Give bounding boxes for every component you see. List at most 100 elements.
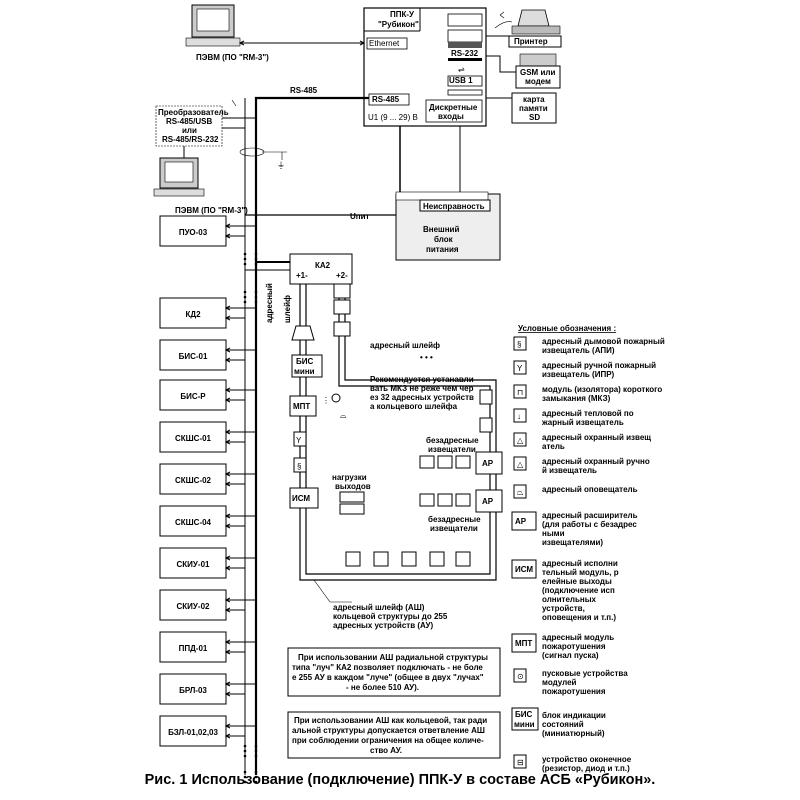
device-box xyxy=(159,631,227,663)
ppku-u1: U1 (9 ... 29) В xyxy=(368,113,418,122)
heat-detector-icon xyxy=(345,551,361,567)
legend-text: замыкания (МКЗ) xyxy=(542,394,611,403)
device-box xyxy=(159,421,227,453)
svg-text:вать МКЗ не реже чем чер: вать МКЗ не реже чем чер xyxy=(370,384,474,393)
pc-top-label: ПЭВМ (ПО "RM-3") xyxy=(196,53,269,62)
svg-text:е 255 АУ в каждом "луче" (обще: е 255 АУ в каждом "луче" (общее в двух "… xyxy=(292,673,484,682)
legend-title: Условные обозначения : xyxy=(518,324,616,333)
loop-ar-2: АР xyxy=(482,497,494,506)
psu-fault: Неисправность xyxy=(423,202,485,211)
psu-line-2: блок xyxy=(434,235,454,244)
device-label: СКШС-02 xyxy=(175,476,212,485)
continuation-dot xyxy=(254,749,258,753)
ppku-discrete-1: Дискретные xyxy=(429,103,478,112)
legend-text: пожаротушения xyxy=(542,687,606,696)
legend-text: извещателями) xyxy=(542,538,603,547)
nonaddr-2: извещатели xyxy=(428,445,476,454)
converter-line-1: Преобразователь xyxy=(158,108,229,117)
isolator-icon xyxy=(333,283,351,299)
usb-icon: ⇌ xyxy=(458,65,465,74)
legend-text: олнительных xyxy=(542,595,597,604)
legend-text: модулей xyxy=(542,678,577,687)
device-box xyxy=(159,297,227,329)
legend-symbol-label: БИС xyxy=(515,710,533,719)
relay-output-icon xyxy=(339,491,365,503)
legend-text: адресный дымовой пожарный xyxy=(542,337,665,346)
legend-icon xyxy=(513,432,527,447)
eol-device-icon xyxy=(419,455,435,469)
ka2-port-1: +1- xyxy=(296,271,308,280)
legend-icon xyxy=(513,408,527,423)
psu-block: Uпит Неисправность Внешний блок питания xyxy=(350,191,501,261)
legend-symbol xyxy=(511,511,537,531)
loop-bis-2: мини xyxy=(294,367,315,376)
device-box xyxy=(159,547,227,579)
isolator-icon xyxy=(333,321,351,337)
smoke-detector-icon xyxy=(455,455,471,469)
gsm-label-2: модем xyxy=(525,77,551,86)
loop-mpt: МПТ xyxy=(293,402,310,411)
loop-ar-1: АР xyxy=(482,459,494,468)
continuation-dot xyxy=(254,770,258,774)
sd-label-1: карта xyxy=(523,95,545,104)
loop-dots: • • • xyxy=(420,353,433,362)
legend-symbol xyxy=(511,559,537,579)
continuation-dot xyxy=(243,252,247,256)
legend-symbol xyxy=(511,633,537,653)
continuation-dot xyxy=(243,290,247,294)
converter-line-2: RS-485/USB xyxy=(166,117,212,126)
isolator-icon xyxy=(455,551,471,567)
ppku-ethernet-port: Ethernet xyxy=(369,39,400,48)
legend-text: (сигнал пуска) xyxy=(542,651,599,660)
legend-icon xyxy=(513,668,527,683)
device-box xyxy=(159,215,227,247)
legend-text: тельный модуль, р xyxy=(542,568,619,577)
ppku-discrete-2: входы xyxy=(438,112,464,121)
converter: Преобразователь RS-485/USB или RS-485/RS… xyxy=(155,99,287,170)
continuation-dot xyxy=(254,252,258,256)
legend-icon xyxy=(513,754,527,769)
legend-text: адресный расширитель xyxy=(542,511,638,520)
address-loop xyxy=(299,284,497,581)
device-label: КД2 xyxy=(185,310,201,319)
pc-bottom: ПЭВМ (ПО "RM-3") xyxy=(153,146,248,215)
legend-text: атель xyxy=(542,442,565,451)
svg-text:Y: Y xyxy=(296,436,302,445)
legend-text: (для работы с безадрес xyxy=(542,520,637,529)
device-label: БРЛ-03 xyxy=(179,686,207,695)
loop-ism: ИСМ xyxy=(292,494,310,503)
legend-text: й извещатель xyxy=(542,466,597,475)
device-label: СКШС-01 xyxy=(175,434,212,443)
loop-note: адресный шлейф (АШ) кольцевой структуры … xyxy=(313,579,448,630)
legend-icon-glyph: ⏢ xyxy=(517,488,524,497)
continuation-dot xyxy=(243,744,247,748)
pc-bottom-label: ПЭВМ (ПО "RM-3") xyxy=(175,206,248,215)
continuation-dot xyxy=(243,754,247,758)
device-label: БИС-01 xyxy=(179,352,208,361)
ppku-rs232-port: RS-232 xyxy=(451,49,479,58)
device-label: СКИУ-01 xyxy=(177,560,211,569)
continuation-dot xyxy=(254,744,258,748)
svg-text:ез 32 адресных устройств: ез 32 адресных устройств xyxy=(370,393,474,402)
legend-icon-glyph: Y xyxy=(517,364,523,373)
legend-symbol-label: АР xyxy=(515,517,527,526)
continuation-dot xyxy=(254,775,258,779)
eol-device-icon xyxy=(419,493,435,507)
legend-text: жарный извещатель xyxy=(541,418,624,427)
continuation-dot xyxy=(254,257,258,261)
gsm-label-1: GSM или xyxy=(520,68,555,77)
manual-callpoint-icon xyxy=(293,431,307,447)
dots-icon: ⋮ xyxy=(322,396,330,405)
device-list: ПУО-03КД2БИС-01БИС-РСКШС-01СКШС-02СКШС-0… xyxy=(159,215,258,784)
svg-text:адресных устройств (АУ): адресных устройств (АУ) xyxy=(333,621,433,630)
psu-line-3: питания xyxy=(426,245,459,254)
note-ring: При использовании АШ как кольцевой, так … xyxy=(287,711,501,759)
legend-icon-glyph: △ xyxy=(517,460,524,469)
legend-text: извещатель (ИПР) xyxy=(542,370,615,379)
peripherals: Принтер GSM или модем карта памяти SD xyxy=(486,9,562,124)
continuation-dot xyxy=(243,295,247,299)
continuation-dot xyxy=(254,300,258,304)
smoke-detector-icon xyxy=(455,493,471,507)
legend-icon-glyph: △ xyxy=(517,436,524,445)
